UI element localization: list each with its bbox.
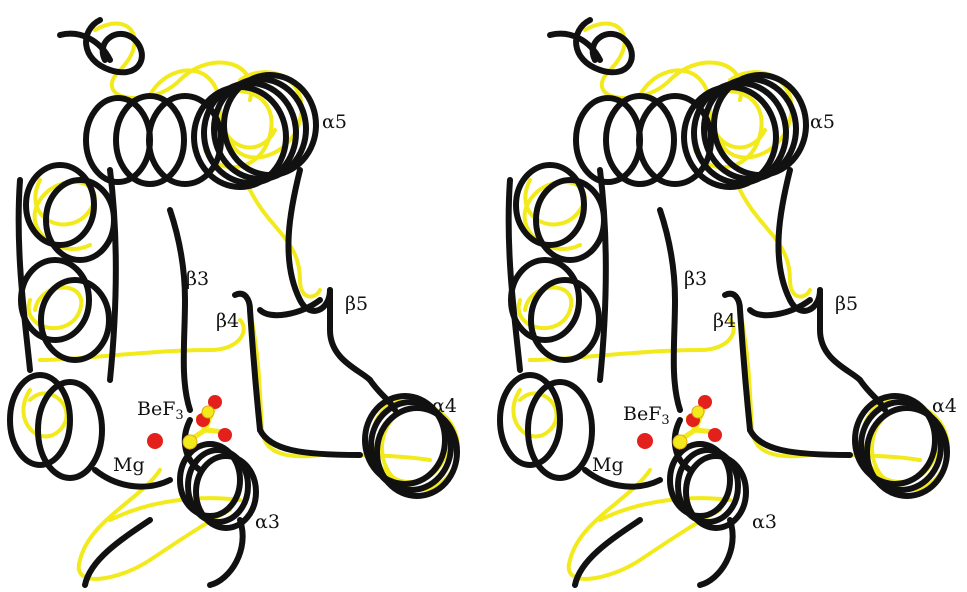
label-befx-main: BeF — [623, 403, 661, 425]
label-mg: Mg — [113, 454, 145, 476]
label-beta5: β5 — [345, 293, 368, 315]
label-befx: BeF3 — [137, 398, 184, 423]
label-alpha5: α5 — [810, 111, 835, 133]
label-beta3: β3 — [186, 268, 209, 290]
label-befx-main: BeF — [137, 398, 175, 420]
label-befx-sub: 3 — [175, 408, 183, 423]
label-beta4: β4 — [216, 310, 239, 332]
left-panel: α5 β3 β4 β5 α4 BeF3 Mg α3 — [10, 20, 458, 585]
label-beta4: β4 — [713, 310, 736, 332]
label-befx-sub: 3 — [661, 413, 669, 428]
label-alpha4: α4 — [432, 395, 457, 417]
label-beta3: β3 — [684, 268, 707, 290]
label-alpha5: α5 — [322, 111, 347, 133]
label-beta5: β5 — [835, 293, 858, 315]
label-alpha4: α4 — [932, 395, 957, 417]
label-mg: Mg — [592, 454, 624, 476]
label-alpha3: α3 — [752, 511, 777, 533]
label-alpha3: α3 — [255, 511, 280, 533]
label-befx: BeF3 — [623, 403, 670, 428]
right-panel: α5 β3 β4 β5 α4 BeF3 Mg α3 — [500, 20, 957, 585]
